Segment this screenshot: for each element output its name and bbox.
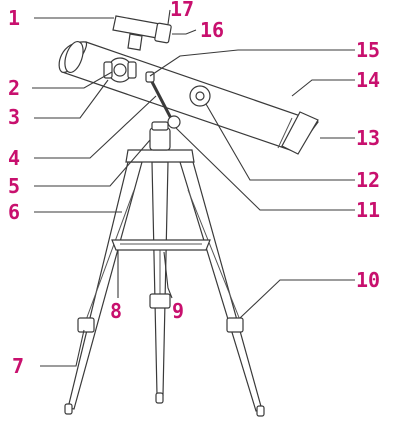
leader-12 [205, 103, 355, 181]
label-13: 13 [356, 126, 380, 150]
finder-scope-assembly [112, 15, 172, 51]
tripod-head [125, 149, 195, 163]
accessory-tray-plate [111, 239, 211, 251]
finder-bracket [127, 33, 143, 51]
telescope-drawing [58, 15, 319, 417]
leader-11 [175, 127, 355, 211]
label-4: 4 [8, 146, 20, 170]
label-8: 8 [110, 299, 122, 323]
leader-5 [34, 139, 151, 187]
label-5: 5 [8, 174, 20, 198]
leader-10 [239, 279, 355, 319]
label-12: 12 [356, 168, 380, 192]
slow-motion-rod [145, 71, 181, 129]
focuser-assembly [103, 57, 137, 83]
rear-end-cap [281, 111, 319, 155]
label-2: 2 [8, 76, 20, 100]
finder-eyepiece [154, 22, 172, 44]
label-15: 15 [356, 38, 380, 62]
label-3: 3 [8, 105, 20, 129]
label-9: 9 [172, 299, 184, 323]
foot-right [256, 405, 265, 417]
label-14: 14 [356, 68, 380, 92]
altitude-lock-knob [167, 115, 181, 129]
mount-head [125, 121, 195, 163]
label-10: 10 [356, 268, 380, 292]
tube-mount-ring [189, 85, 211, 107]
label-11: 11 [356, 198, 380, 222]
foot-rear [155, 392, 164, 404]
leader-17 [167, 9, 171, 25]
leader-4 [34, 95, 157, 159]
telescope-tube [58, 40, 319, 155]
leader-14 [291, 79, 355, 97]
label-16: 16 [200, 18, 224, 42]
alt-az-mount [149, 127, 171, 151]
label-6: 6 [8, 200, 20, 224]
accessory-tray [111, 239, 211, 251]
leader-2 [32, 71, 113, 89]
leader-9 [163, 251, 173, 299]
label-1: 1 [8, 6, 20, 30]
leader-7 [40, 329, 85, 367]
focus-knob [103, 61, 113, 79]
leader-3 [34, 79, 109, 119]
tripod-legs [64, 161, 265, 417]
leader-lines [32, 9, 355, 367]
leader-16 [172, 29, 197, 35]
leg-lock-rear [149, 293, 171, 309]
foot-left [64, 403, 73, 415]
leg-lock-left [77, 317, 95, 333]
leader-15 [149, 49, 355, 77]
leg-lock-right [226, 317, 244, 333]
part-number-labels: 1 2 3 4 5 6 7 8 9 10 11 12 13 14 15 16 1… [8, 0, 380, 378]
label-17: 17 [170, 0, 194, 21]
label-7: 7 [12, 354, 24, 378]
